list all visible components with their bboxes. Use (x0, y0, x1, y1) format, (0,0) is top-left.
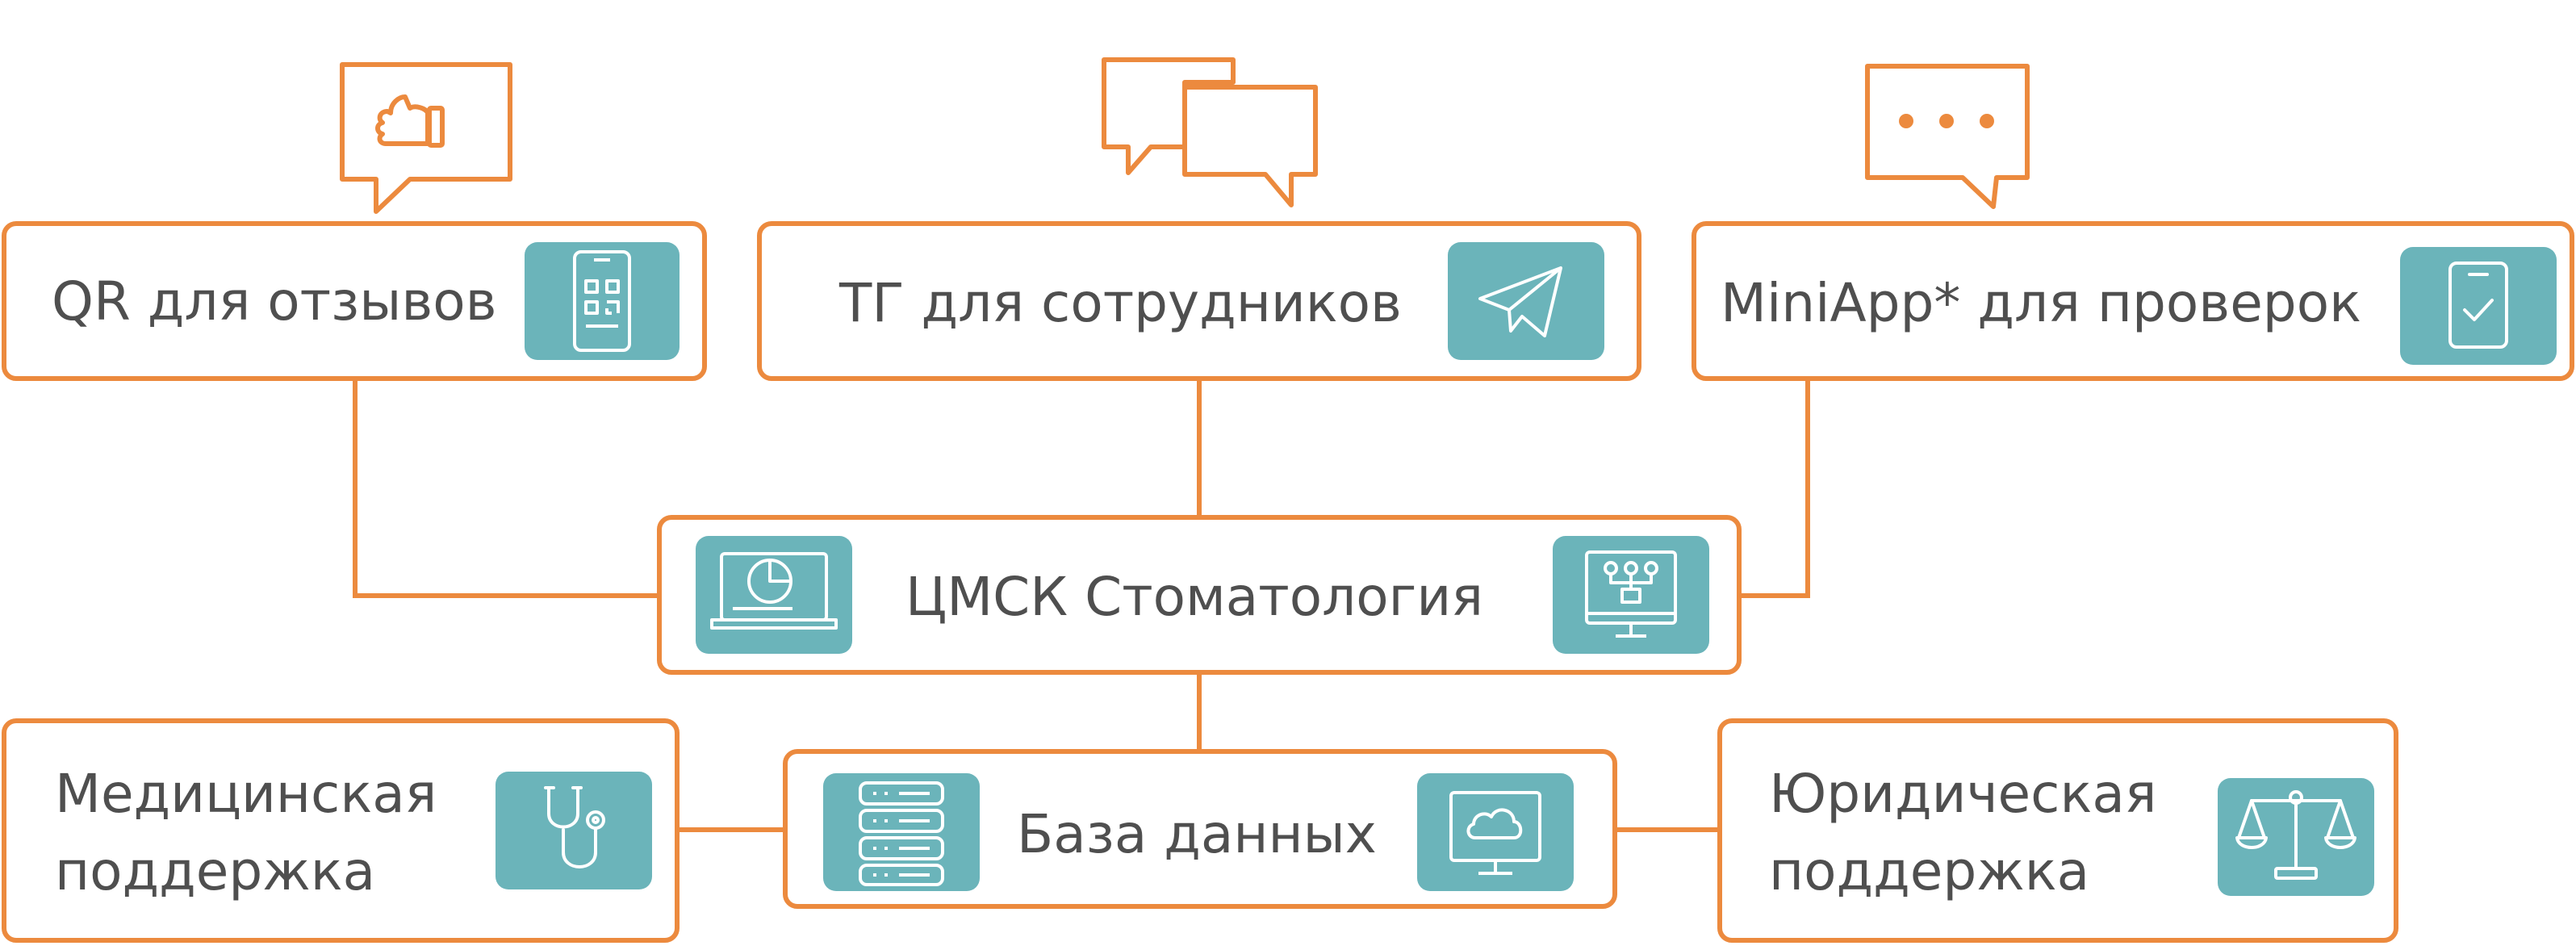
medical-support-label-line1: Медицинская (55, 763, 437, 825)
legal-support-label-line2: поддержка (1769, 840, 2090, 902)
tg-staff-box: ТГ для сотрудников (757, 221, 1641, 381)
server-stack-icon (823, 773, 980, 891)
telegram-paper-plane-icon (1448, 242, 1604, 360)
cloud-monitor-icon (1417, 773, 1574, 891)
legal-support-label-line1: Юридическая (1769, 763, 2157, 825)
legal-support-box: Юридическая поддержка (1717, 718, 2398, 943)
ellipsis-speech-bubble-icon (1863, 61, 2032, 215)
smartphone-qr-icon (525, 242, 680, 360)
qr-reviews-box: QR для отзывов (2, 221, 707, 381)
database-label: База данных (1017, 803, 1377, 865)
cmsk-dentistry-box: ЦМСК Стоматология (657, 515, 1742, 675)
connector-qr-center (353, 379, 660, 598)
connector-miniapp-center (1737, 381, 1810, 598)
medical-support-box: Медицинская поддержка (2, 718, 680, 943)
monitor-network-icon (1553, 536, 1709, 654)
database-box: База данных (783, 749, 1617, 909)
cmsk-dentistry-label: ЦМСК Стоматология (905, 566, 1483, 628)
miniapp-checks-label: MiniApp* для проверок (1721, 272, 2361, 334)
qr-reviews-label: QR для отзывов (52, 270, 497, 333)
tg-staff-label: ТГ для сотрудников (839, 272, 1402, 334)
chat-bubbles-icon (1099, 55, 1320, 213)
thumbs-up-speech-bubble-icon (337, 60, 515, 218)
laptop-pie-chart-icon (696, 536, 852, 654)
scales-icon (2218, 778, 2374, 896)
miniapp-checks-box: MiniApp* для проверок (1692, 221, 2574, 381)
clipboard-check-icon (2400, 247, 2557, 365)
stethoscope-icon (496, 772, 652, 889)
medical-support-label-line2: поддержка (55, 840, 376, 902)
